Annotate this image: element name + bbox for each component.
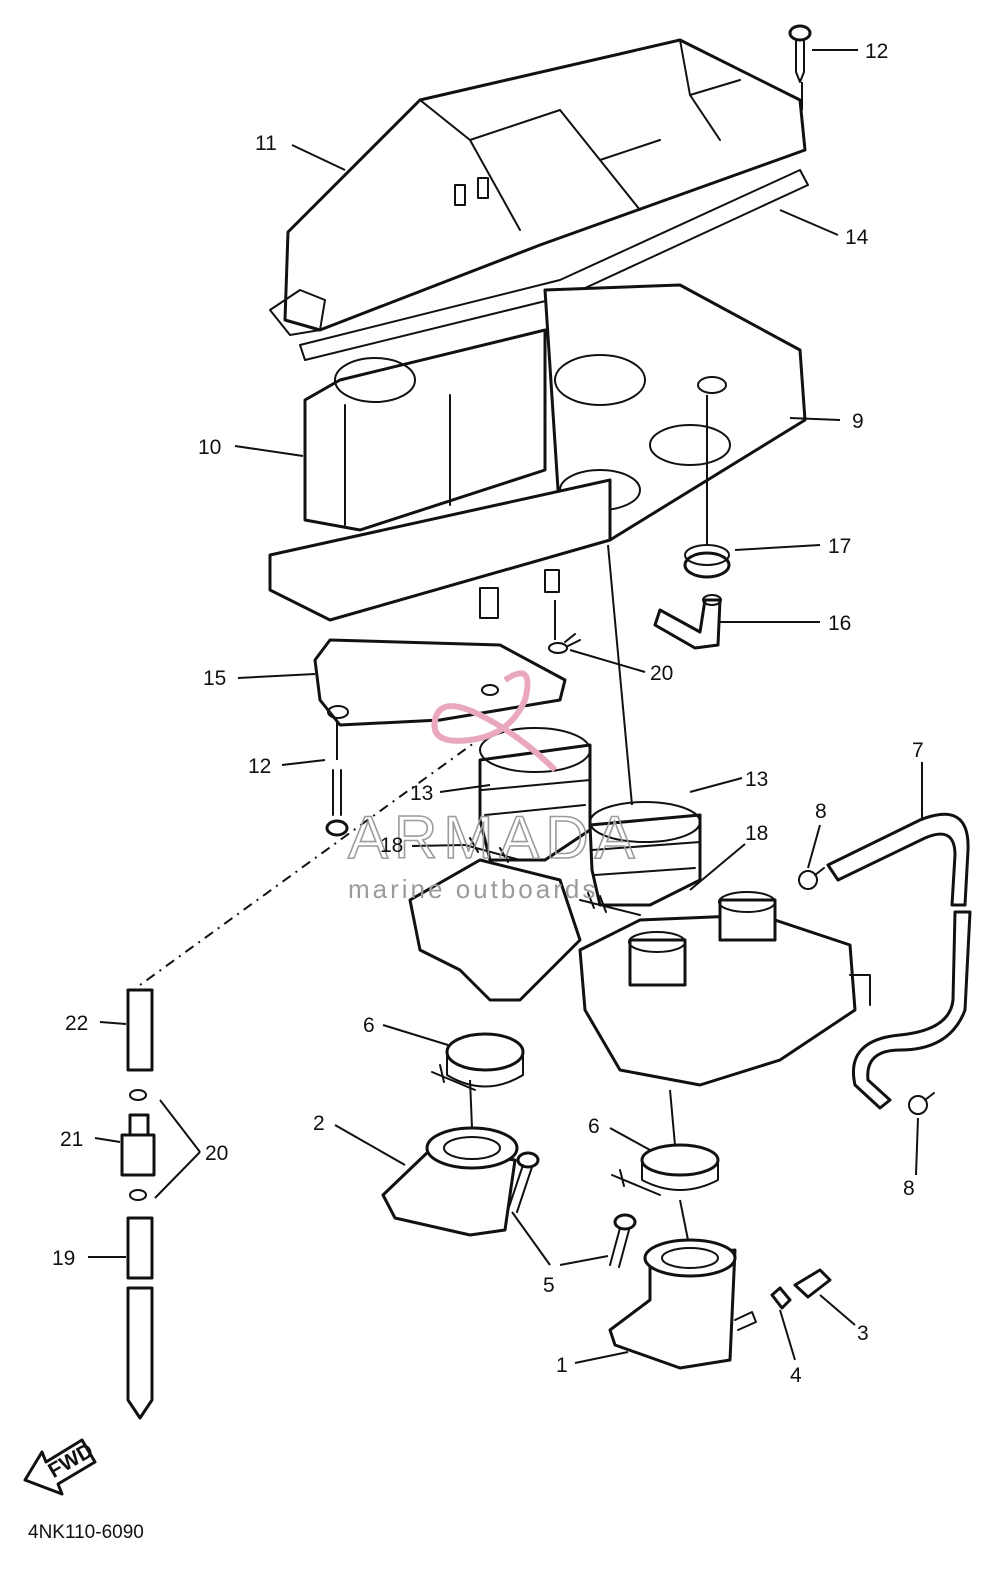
callout-20-upper: 20	[650, 662, 673, 685]
watermark-tagline: marine outboards	[348, 874, 598, 904]
callout-13-left: 13	[410, 782, 433, 805]
callout-18-left: 18	[380, 834, 403, 857]
manifold-bolt-upper	[507, 1151, 540, 1213]
hose-clip-lower	[908, 1092, 935, 1115]
manifold-clamp-left	[431, 1032, 525, 1091]
screw-bottom	[325, 769, 349, 837]
air-box-cover	[269, 38, 807, 336]
intake-manifold-left	[381, 1126, 519, 1237]
screw-top	[788, 24, 812, 83]
part-code-label: 4NK110-6090	[28, 1522, 144, 1543]
callout-9: 9	[852, 410, 864, 433]
watermark: ARMADA marine outboards	[347, 670, 641, 904]
callout-8-upper: 8	[815, 800, 827, 823]
joint-bracket	[313, 638, 567, 727]
intake-manifold-right	[608, 1238, 757, 1370]
watermark-brand: ARMADA	[348, 804, 641, 871]
callout-1: 1	[556, 1354, 568, 1377]
callout-6-right: 6	[588, 1115, 600, 1138]
cap-clip	[770, 1286, 792, 1310]
carburetor-assembly	[408, 858, 871, 1087]
hose-22	[126, 988, 154, 1072]
joint-clamp-right	[579, 892, 641, 916]
callout-5: 5	[543, 1274, 555, 1297]
air-filter-element	[303, 328, 547, 532]
callout-18-right: 18	[745, 822, 768, 845]
clip-upper	[548, 633, 581, 654]
callout-15: 15	[203, 667, 226, 690]
callout-labels: 12 11 14 9 10 17 16 15 20 12 13 13 7 8 1…	[52, 40, 924, 1387]
callout-11: 11	[255, 132, 277, 155]
callout-20-lower: 20	[205, 1142, 228, 1165]
watermark-logo-icon	[431, 670, 558, 773]
breather-hose	[826, 812, 970, 907]
breather-hose-lower	[852, 910, 972, 1110]
drain-hose-elbow	[653, 594, 722, 650]
callout-6-left: 6	[363, 1014, 375, 1037]
callout-19: 19	[52, 1247, 75, 1270]
forward-arrow-icon: FWD	[23, 1438, 97, 1496]
joint-clamp-left	[464, 837, 521, 863]
leader-lines	[88, 49, 923, 1364]
callout-8-lower: 8	[903, 1177, 915, 1200]
callout-14: 14	[845, 226, 869, 249]
callout-16: 16	[828, 612, 851, 635]
hose-19	[126, 1216, 154, 1420]
cap	[793, 1268, 832, 1299]
callout-12-top: 12	[865, 40, 888, 63]
manifold-clamp-right	[611, 1143, 720, 1196]
hose-clip-upper	[798, 867, 825, 890]
callout-21: 21	[60, 1128, 83, 1151]
manifold-bolt-lower	[609, 1213, 637, 1268]
carb-joint-left	[478, 727, 592, 862]
callout-22: 22	[65, 1012, 88, 1035]
air-box-lower-case	[268, 478, 612, 622]
callout-12-bottom: 12	[248, 755, 271, 778]
callout-13-right: 13	[745, 768, 768, 791]
callout-4: 4	[790, 1364, 802, 1387]
callout-10: 10	[198, 436, 221, 459]
callout-3: 3	[857, 1322, 869, 1345]
carb-joint-right	[588, 801, 702, 907]
grommet	[683, 544, 731, 579]
fuel-filter	[120, 1089, 156, 1201]
air-box-seal	[299, 169, 809, 361]
callout-2: 2	[313, 1112, 325, 1135]
callout-17: 17	[828, 535, 851, 558]
callout-7: 7	[912, 739, 924, 762]
